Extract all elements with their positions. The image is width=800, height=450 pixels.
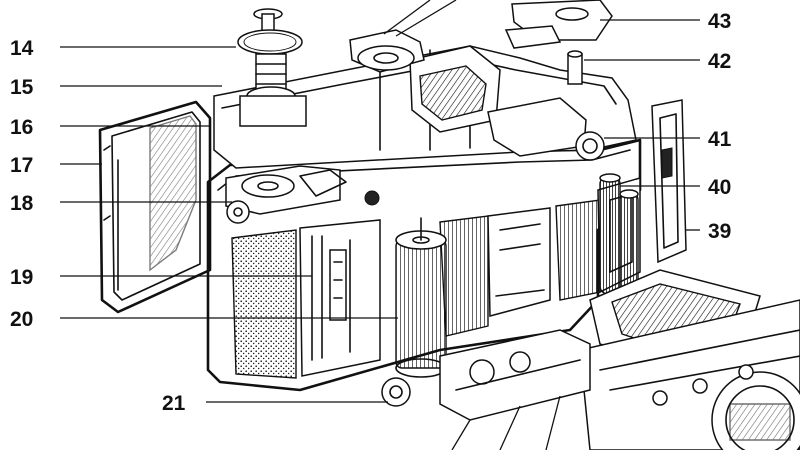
callout-leaders: [60, 19, 700, 403]
winding-mechanism: [225, 165, 380, 224]
callout-14: 14: [10, 37, 34, 60]
shutter-speed-dial: [349, 0, 457, 73]
top-plate: [213, 45, 637, 169]
callout-43: 43: [708, 10, 731, 33]
accessory-shoe: [504, 0, 613, 85]
lens-mount-section: [579, 269, 800, 450]
bottom-gear-assembly: [381, 329, 591, 450]
pressure-plate: [651, 99, 687, 264]
film-spool: [395, 217, 447, 378]
callout-18: 18: [10, 192, 34, 215]
back-door: [98, 100, 212, 314]
callout-16: 16: [10, 116, 33, 139]
callout-40: 40: [708, 176, 731, 199]
callout-labels: 14 15 16 17 18 19 20 21 43 42 41 40 39: [10, 10, 732, 415]
film-rollers: [599, 173, 639, 303]
callout-39: 39: [708, 220, 731, 243]
callout-21: 21: [162, 392, 186, 415]
callout-41: 41: [708, 128, 732, 151]
callout-20: 20: [10, 308, 33, 331]
camera-body-drawing: [98, 0, 800, 450]
rewind-knob: [237, 8, 307, 127]
callout-19: 19: [10, 266, 33, 289]
callout-42: 42: [708, 50, 731, 73]
callout-15: 15: [10, 76, 34, 99]
callout-17: 17: [10, 154, 33, 177]
